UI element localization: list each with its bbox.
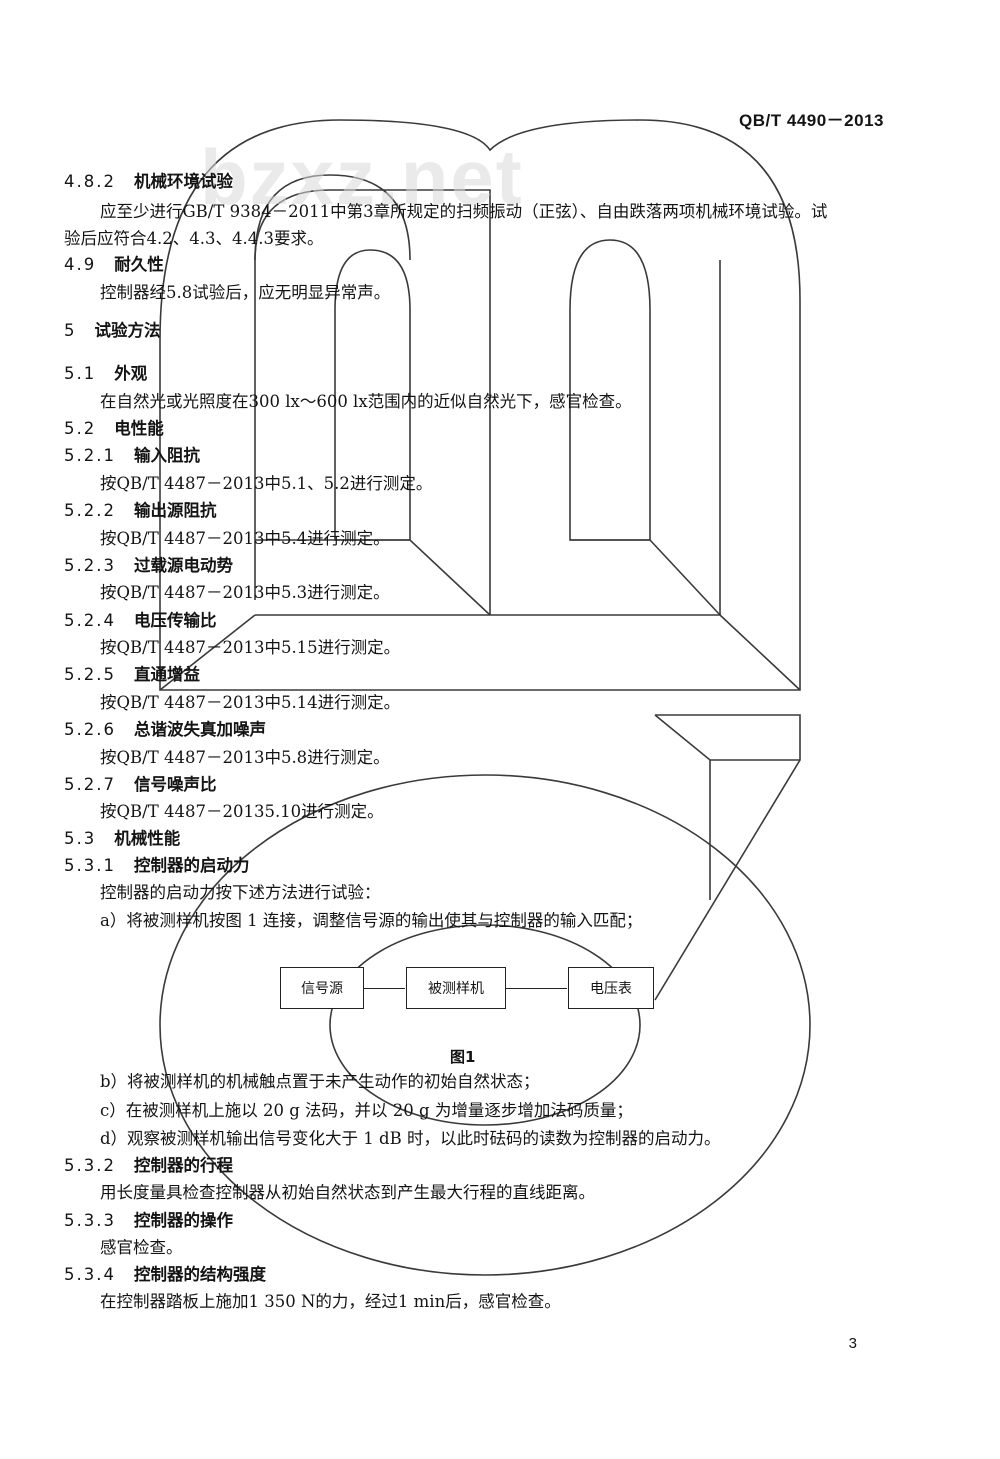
- section-heading: 5.1 外观: [64, 364, 147, 384]
- section-heading: 5.2.4 电压传输比: [64, 611, 216, 631]
- section-heading: 5.3.2 控制器的行程: [64, 1156, 233, 1176]
- page-number: 3: [848, 1335, 857, 1352]
- paragraph-line: 应至少进行GB/T 9384－2011中第3章所规定的扫频振动（正弦）、自由跌落…: [100, 202, 828, 221]
- section-title: 控制器的操作: [133, 1211, 233, 1230]
- section-title: 输入阻抗: [133, 446, 200, 465]
- section-number: 5.2.5: [64, 665, 116, 684]
- paragraph-line: 按QB/T 4487－2013中5.8进行测定。: [100, 748, 390, 767]
- paragraph-line: 感官检查。: [100, 1238, 183, 1257]
- section-heading: 5.2.2 输出源阻抗: [64, 501, 216, 521]
- section-title: 直通增益: [133, 665, 200, 684]
- section-title: 过载源电动势: [133, 556, 233, 575]
- paragraph-line: 在自然光或光照度在300 lx～600 lx范围内的近似自然光下，感官检查。: [100, 392, 632, 411]
- paragraph-line: 验后应符合4.2、4.3、4.4.3要求。: [64, 229, 324, 248]
- section-title: 机械性能: [114, 829, 181, 848]
- section-heading: 5.2.1 输入阻抗: [64, 446, 200, 466]
- figure-caption: 图1: [450, 1048, 476, 1066]
- section-number: 5.3.1: [64, 856, 116, 875]
- section-title: 总谐波失真加噪声: [133, 720, 266, 739]
- section-number: 5.3.4: [64, 1265, 116, 1284]
- connector-line: [505, 988, 567, 989]
- connector-line: [363, 988, 405, 989]
- device-under-test-box: 被测样机: [406, 967, 506, 1009]
- section-title: 外观: [114, 364, 148, 383]
- section-title: 电压传输比: [133, 611, 217, 630]
- paragraph-line: 按QB/T 4487－2013中5.4进行测定。: [100, 529, 390, 548]
- section-number: 5.2.7: [64, 775, 116, 794]
- section-number: 5.2.4: [64, 611, 116, 630]
- paragraph-line: c）在被测样机上施以 20 g 法码，并以 20 g 为增量逐步增加法码质量；: [100, 1101, 633, 1120]
- paragraph-line: 按QB/T 4487－2013中5.1、5.2进行测定。: [100, 474, 433, 493]
- section-heading: 5 试验方法: [64, 321, 161, 341]
- section-heading: 5.2.7 信号噪声比: [64, 775, 216, 795]
- signal-source-box: 信号源: [280, 967, 364, 1009]
- watermark-text: bzxz.net: [200, 133, 524, 221]
- section-heading: 5.3 机械性能: [64, 829, 180, 849]
- section-heading: 5.3.3 控制器的操作: [64, 1211, 233, 1231]
- paragraph-line: 控制器的启动力按下述方法进行试验：: [100, 883, 381, 902]
- section-title: 输出源阻抗: [133, 501, 217, 520]
- section-title: 控制器的行程: [133, 1156, 233, 1175]
- section-number: 5.1: [64, 364, 97, 383]
- section-number: 5.3: [64, 829, 97, 848]
- voltmeter-box: 电压表: [568, 967, 654, 1009]
- section-heading: 5.2.5 直通增益: [64, 665, 200, 685]
- section-number: 5.2.1: [64, 446, 116, 465]
- section-number: 5.2: [64, 419, 97, 438]
- section-heading: 4.8.2 机械环境试验: [64, 172, 233, 192]
- section-number: 5: [64, 321, 77, 340]
- section-number: 4.9: [64, 255, 97, 274]
- paragraph-line: 控制器经5.8试验后，应无明显异常声。: [100, 283, 391, 302]
- section-heading: 5.2 电性能: [64, 419, 164, 439]
- paragraph-line: 按QB/T 4487－2013中5.3进行测定。: [100, 583, 390, 602]
- section-heading: 4.9 耐久性: [64, 255, 164, 275]
- paragraph-line: 用长度量具检查控制器从初始自然状态到产生最大行程的直线距离。: [100, 1183, 595, 1202]
- paragraph-line: 按QB/T 4487－2013中5.14进行测定。: [100, 693, 401, 712]
- section-heading: 5.3.4 控制器的结构强度: [64, 1265, 266, 1285]
- standard-code: QB/T 4490－2013: [739, 111, 884, 130]
- paragraph-line: d）观察被测样机输出信号变化大于 1 dB 时，以此时砝码的读数为控制器的启动力…: [100, 1129, 721, 1148]
- section-number: 4.8.2: [64, 172, 116, 191]
- paragraph-line: 按QB/T 4487－2013中5.15进行测定。: [100, 638, 401, 657]
- section-number: 5.2.3: [64, 556, 116, 575]
- section-title: 控制器的结构强度: [133, 1265, 266, 1284]
- paragraph-line: 按QB/T 4487－20135.10进行测定。: [100, 802, 384, 821]
- section-number: 5.3.3: [64, 1211, 116, 1230]
- section-heading: 5.2.3 过载源电动势: [64, 556, 233, 576]
- section-title: 信号噪声比: [133, 775, 217, 794]
- section-title: 机械环境试验: [133, 172, 233, 191]
- paragraph-line: b）将被测样机的机械触点置于未产生动作的初始自然状态；: [100, 1072, 540, 1091]
- section-heading: 5.3.1 控制器的启动力: [64, 856, 249, 876]
- section-number: 5.2.6: [64, 720, 116, 739]
- section-title: 试验方法: [94, 321, 161, 340]
- paragraph-line: a）将被测样机按图 1 连接，调整信号源的输出使其与控制器的输入匹配；: [100, 911, 643, 930]
- section-title: 电性能: [114, 419, 164, 438]
- section-number: 5.3.2: [64, 1156, 116, 1175]
- paragraph-line: 在控制器踏板上施加1 350 N的力，经过1 min后，感官检查。: [100, 1292, 561, 1311]
- section-title: 控制器的启动力: [133, 856, 250, 875]
- section-number: 5.2.2: [64, 501, 116, 520]
- section-heading: 5.2.6 总谐波失真加噪声: [64, 720, 266, 740]
- section-title: 耐久性: [114, 255, 164, 274]
